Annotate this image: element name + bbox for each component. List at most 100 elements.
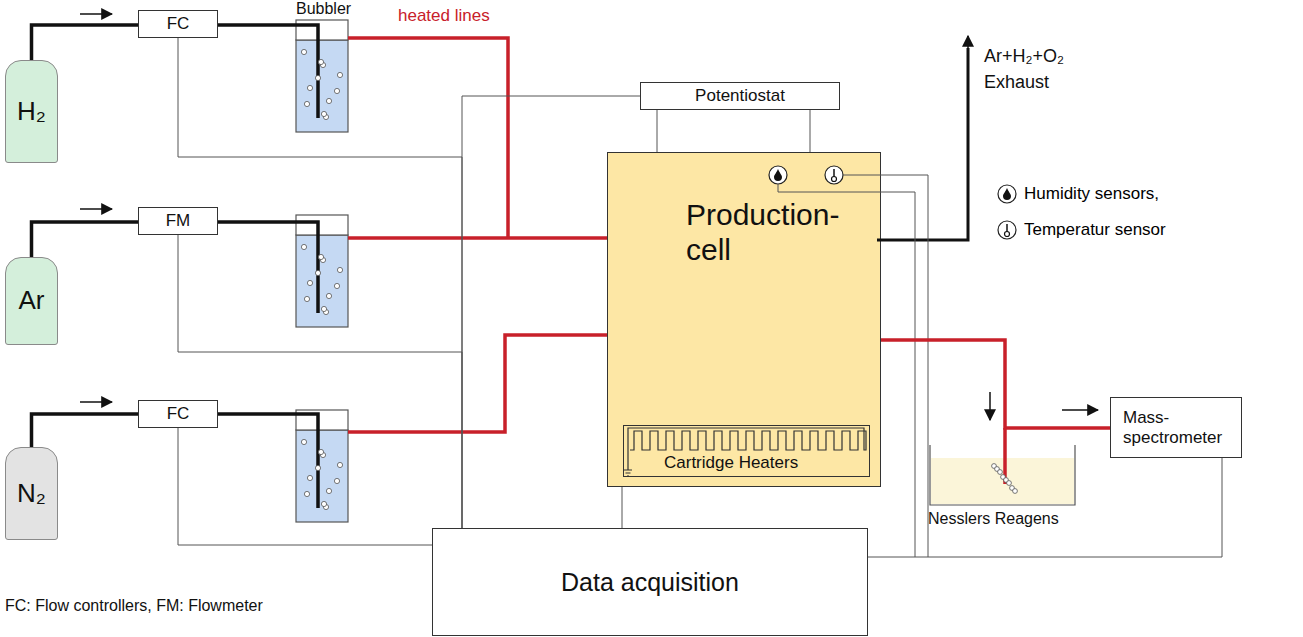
connector (178, 428, 432, 545)
heated-line (1003, 428, 1007, 484)
heater-coil (628, 428, 866, 454)
text-label: FC: Flow controllers, FM: Flowmeter (5, 597, 263, 615)
sensor-circle (769, 166, 787, 184)
data-acquisition-box: Data acquisition (432, 528, 868, 636)
legend-entry: Humidity sensors, (996, 183, 1159, 205)
sensor-circle (825, 166, 843, 184)
gas-cylinder: H₂ (5, 60, 58, 163)
connector (657, 110, 658, 152)
node-text: FM (166, 211, 191, 231)
text-label: heated lines (398, 6, 490, 26)
bubble (1007, 481, 1012, 486)
bubbler-liquid (296, 430, 348, 522)
node-text: Cartridge Heaters (664, 453, 798, 473)
bubble (301, 49, 306, 54)
bubble (323, 114, 328, 119)
bubble (321, 501, 326, 506)
flowmeter: FM (138, 207, 218, 235)
bubble (323, 309, 328, 314)
legend-text: Humidity sensors, (1024, 184, 1159, 204)
connector (868, 458, 1222, 557)
bubble (321, 111, 326, 116)
bubble (321, 306, 326, 311)
bubble (320, 452, 325, 457)
sensor-circle (998, 221, 1016, 239)
connector (32, 222, 139, 257)
connector (881, 340, 1110, 428)
connectors (32, 25, 1223, 557)
bubble (337, 267, 342, 272)
bubble (992, 464, 997, 469)
connector (810, 110, 811, 152)
thermometer-icon (833, 169, 835, 177)
mass-spectrometer: Mass- spectrometer (1110, 397, 1242, 458)
exhaust-line (877, 48, 968, 240)
heated-line (348, 236, 607, 240)
text-label: Bubbler (296, 0, 351, 18)
bubble (1010, 486, 1015, 491)
reagent-liquid (931, 458, 1074, 504)
legend-symbol (996, 219, 1018, 241)
gas-line (218, 25, 318, 118)
bubble (334, 478, 339, 483)
droplet-icon (1003, 188, 1011, 200)
node-text: N₂ (17, 479, 46, 509)
legend-symbol (996, 183, 1018, 205)
node-text: Ar (19, 286, 45, 316)
bubble (1004, 478, 1009, 483)
connector (622, 487, 623, 528)
bubble (301, 244, 306, 249)
bubble (323, 504, 328, 509)
production-cell: Production- cellCartridge Heaters (607, 152, 881, 487)
potentiostat-box: Potentiostat (640, 82, 840, 110)
flow-controller: FC (138, 10, 218, 38)
legend-entry: Temperatur sensor (996, 219, 1166, 241)
bubble (301, 439, 306, 444)
bubble (318, 449, 323, 454)
node-text: FC (167, 14, 190, 34)
bubble (315, 465, 320, 470)
bubble (307, 85, 312, 90)
connector (462, 96, 640, 528)
bubble (318, 254, 323, 259)
connector (32, 25, 139, 60)
bubble (307, 475, 312, 480)
bubble (307, 280, 312, 285)
exhaust-arrow (967, 36, 969, 48)
gas-cylinder: Ar (5, 257, 58, 345)
flow-arrow (989, 392, 991, 420)
bubble (337, 462, 342, 467)
node-text: Potentiostat (695, 86, 785, 106)
bubble (334, 283, 339, 288)
gas-line (218, 222, 318, 313)
node-text: H₂ (17, 97, 46, 127)
sensor-circle (998, 185, 1016, 203)
bubble (304, 491, 309, 496)
node-text: Mass- spectrometer (1123, 408, 1233, 447)
legend-text: Temperatur sensor (1024, 220, 1166, 240)
bubble (320, 257, 325, 262)
signal-wire (778, 184, 915, 557)
flow-controller: FC (138, 400, 218, 428)
text-label: Nesslers Reagens (928, 510, 1059, 528)
text-label: Ar+H₂+O₂ (984, 46, 1064, 67)
bubble (995, 467, 1000, 472)
thermometer-icon (1006, 224, 1008, 232)
gas-line (218, 414, 318, 508)
node-text: FC (167, 404, 190, 424)
cartridge-heaters: Cartridge Heaters (623, 425, 870, 477)
beaker (930, 445, 1075, 505)
heated-line (348, 335, 607, 432)
connector (178, 38, 462, 528)
bubble (326, 98, 331, 103)
bubbler-liquid (296, 40, 348, 132)
bubbler-lid (296, 20, 348, 40)
gas-cylinder: N₂ (5, 447, 58, 540)
illustration (80, 14, 1098, 557)
bubble (1013, 489, 1018, 494)
flow-arrow (80, 208, 112, 210)
droplet-icon (774, 169, 782, 181)
ground-symbol (624, 454, 632, 476)
